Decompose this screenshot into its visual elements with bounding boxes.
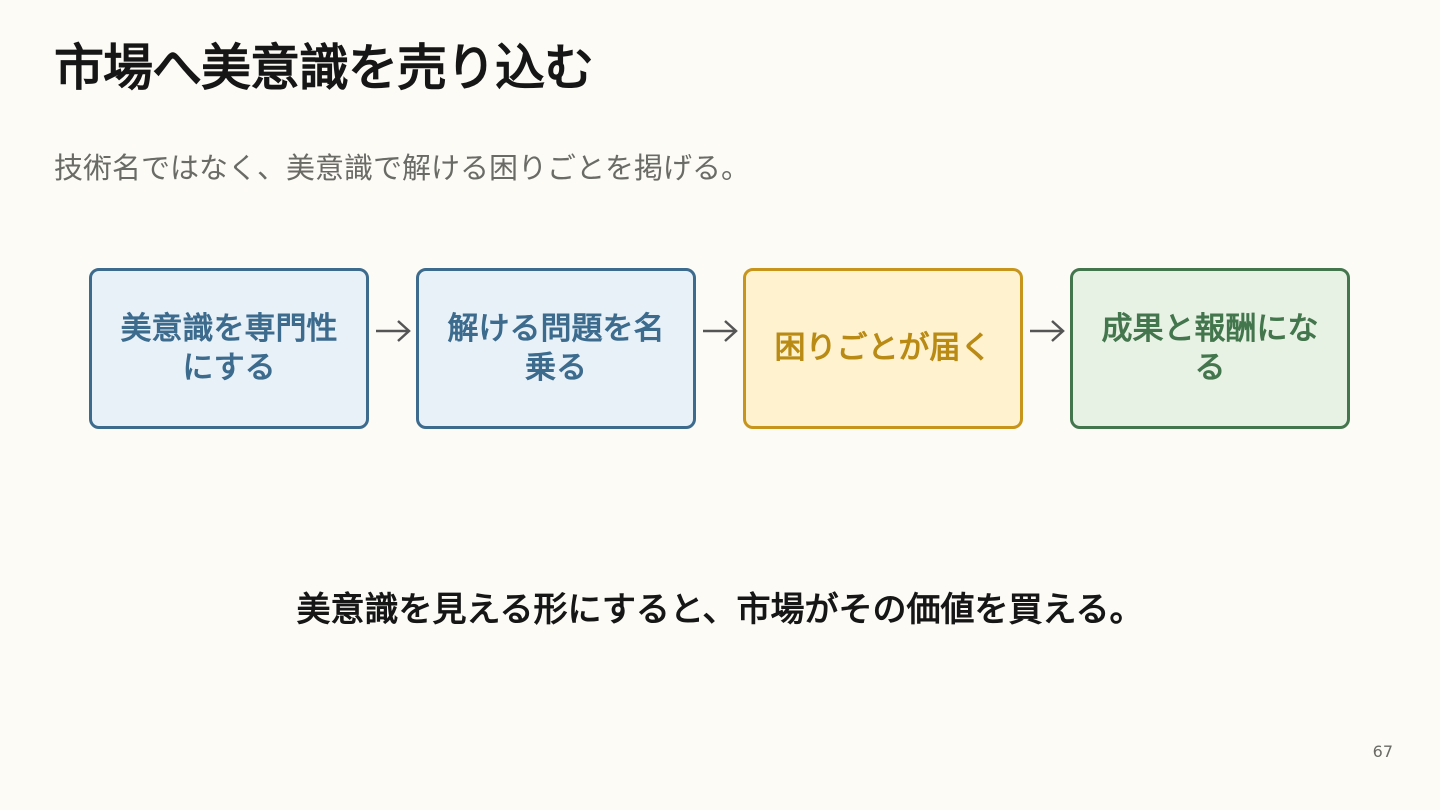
flow-step-results-rewards: 成果と報酬になる	[1070, 268, 1350, 429]
conclusion-statement: 美意識を見える形にすると、市場がその価値を買える。	[296, 590, 1144, 630]
flow-step-expertise: 美意識を専門性にする	[89, 268, 369, 429]
flow-step-label: 成果と報酬になる	[1101, 310, 1319, 386]
flow-step-label: 解ける問題を名乗る	[447, 310, 665, 386]
flow-step-label: 美意識を専門性にする	[120, 310, 338, 386]
flow-step-problems-arrive: 困りごとが届く	[743, 268, 1023, 429]
process-flow: 美意識を専門性にする 解ける問題を名乗る 困りごとが届く 成果と報酬になる	[89, 268, 1351, 429]
right-arrow-icon	[696, 268, 743, 429]
right-arrow-icon	[1023, 268, 1070, 429]
slide-title: 市場へ美意識を売り込む	[54, 39, 594, 97]
flow-step-name-problem: 解ける問題を名乗る	[416, 268, 696, 429]
slide-subtitle: 技術名ではなく、美意識で解ける困りごとを掲げる。	[54, 151, 751, 185]
right-arrow-icon	[369, 268, 416, 429]
flow-step-label: 困りごとが届く	[774, 330, 992, 367]
page-number: 67	[1372, 742, 1393, 761]
